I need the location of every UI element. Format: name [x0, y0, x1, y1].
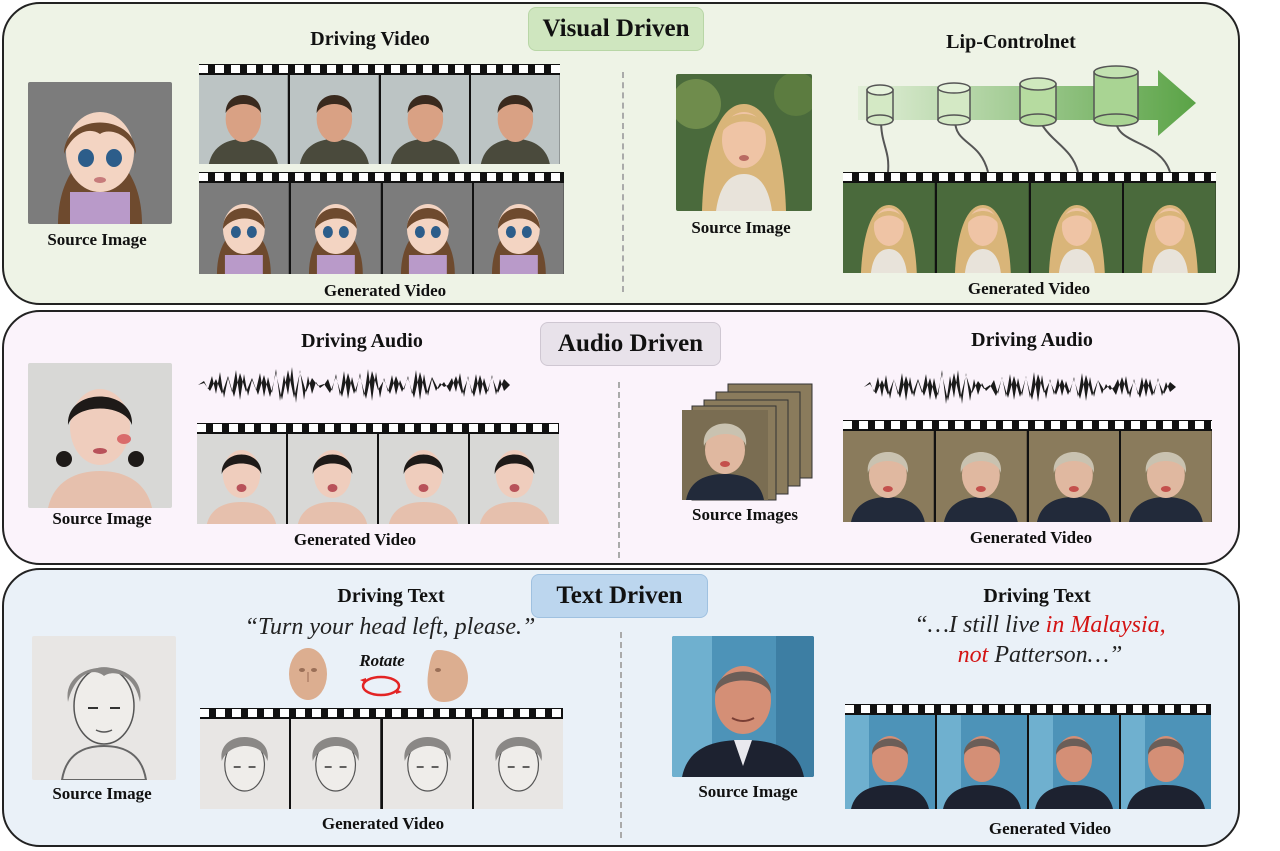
- text-left-source-image-label: Source Image: [52, 784, 152, 803]
- generated-video-frame: [474, 183, 564, 274]
- generated-video-frame: [288, 434, 377, 524]
- text-divider: [620, 632, 622, 838]
- visual-divider: [622, 72, 624, 292]
- text-right-generated-video-strip: [845, 704, 1211, 809]
- driving-video-frame: [199, 75, 288, 164]
- text-right-generated-video-label: Generated Video: [988, 819, 1112, 838]
- driving-video-frame: [289, 75, 379, 164]
- visual-source-image: [28, 82, 172, 224]
- generated-video-frame: [200, 719, 290, 809]
- audio-left-generated-video-label: Generated Video: [293, 530, 417, 549]
- visual-generated-video-label: Generated Video: [323, 281, 447, 300]
- audio-right-waveform: [864, 370, 1176, 404]
- generated-video-frame: [382, 719, 472, 809]
- generated-video-frame: [1124, 183, 1216, 273]
- text-left-driving-text-label: Driving Text: [337, 585, 445, 607]
- visual-source-image-label: Source Image: [47, 230, 147, 249]
- visual-driving-video-label: Driving Video: [310, 28, 430, 50]
- generated-video-frame: [1121, 715, 1211, 809]
- quote-highlight-2: not: [957, 642, 989, 668]
- generated-video-frame: [1121, 431, 1212, 522]
- quote-part-4: Patterson…”: [988, 642, 1123, 668]
- generated-video-frame: [843, 431, 934, 522]
- generated-video-frame: [290, 183, 381, 274]
- generated-video-frame: [470, 434, 559, 524]
- text-source-image: [32, 636, 176, 780]
- generated-video-frame: [199, 183, 289, 274]
- rotate-label: Rotate: [359, 651, 405, 670]
- lip-controlnet-label: Lip-Controlnet: [946, 31, 1076, 53]
- text-left-generated-video-strip: [200, 708, 563, 809]
- text-left-generated-video-label: Generated Video: [321, 814, 445, 833]
- audio-source-image-label: Source Image: [52, 509, 152, 528]
- audio-stacked-source-images: [682, 383, 813, 501]
- audio-divider: [618, 382, 620, 558]
- text-right-source-image-label: Source Image: [698, 782, 798, 801]
- driving-video-frame: [471, 75, 560, 164]
- driving-video-frame: [380, 75, 470, 164]
- audio-right-source-images-label: Source Images: [692, 505, 798, 524]
- audio-left-waveform: [198, 367, 510, 403]
- quote-highlight-1: in Malaysia,: [1045, 612, 1166, 638]
- generated-video-frame: [291, 719, 381, 809]
- text-left-quote: “Turn your head left, please.”: [244, 614, 536, 640]
- audio-left-driving-audio-label: Driving Audio: [301, 330, 423, 352]
- generated-video-frame: [1028, 431, 1120, 522]
- generated-video-frame: [197, 434, 286, 524]
- audio-right-generated-video-label: Generated Video: [969, 528, 1093, 547]
- visual-driving-video-strip: [199, 64, 560, 164]
- audio-right-generated-video-strip: [843, 420, 1212, 522]
- generated-video-frame: [935, 431, 1027, 522]
- visual-right-source-image-label: Source Image: [691, 218, 791, 237]
- visual-right-generated-video-label: Generated Video: [967, 279, 1091, 298]
- text-right-quote-line2: not Patterson…”: [880, 642, 1200, 669]
- audio-left-generated-video-strip: [197, 423, 559, 524]
- generated-video-frame: [1029, 715, 1119, 809]
- generated-video-frame: [473, 719, 563, 809]
- quote-part-1: “…I still live: [914, 612, 1046, 638]
- audio-source-image: [28, 363, 172, 508]
- rotate-heads-diagram: [289, 648, 468, 702]
- text-driven-badge: Text Driven: [531, 574, 708, 618]
- generated-video-frame: [843, 183, 935, 273]
- text-right-quote-line1: “…I still live in Malaysia,: [880, 612, 1200, 639]
- generated-video-frame: [1030, 183, 1123, 273]
- visual-generated-video-strip: [199, 172, 564, 274]
- generated-video-frame: [379, 434, 468, 524]
- audio-driven-badge: Audio Driven: [540, 322, 721, 366]
- generated-video-frame: [936, 183, 1029, 273]
- lip-controlnet-diagram: [858, 65, 1196, 173]
- text-right-driving-text-label: Driving Text: [983, 585, 1091, 607]
- visual-driven-badge: Visual Driven: [528, 7, 704, 51]
- generated-video-frame: [937, 715, 1027, 809]
- audio-right-driving-audio-label: Driving Audio: [971, 329, 1093, 351]
- visual-right-generated-video-strip: [843, 172, 1216, 273]
- visual-right-source-image: [676, 74, 812, 211]
- text-right-source-image: [672, 636, 814, 777]
- generated-video-frame: [382, 183, 473, 274]
- generated-video-frame: [845, 715, 935, 809]
